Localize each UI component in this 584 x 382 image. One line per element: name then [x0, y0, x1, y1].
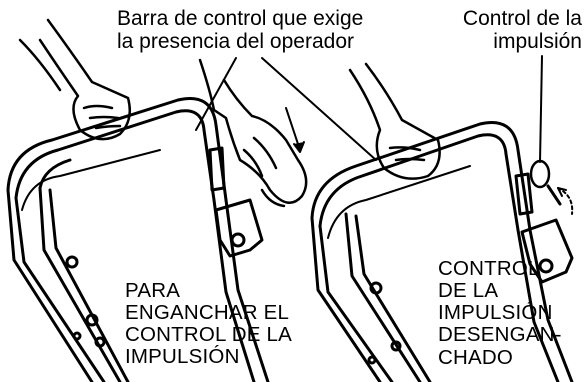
right-hand-grip	[198, 58, 308, 208]
disengaged-caption-line2: DE LA	[438, 279, 499, 303]
operator-presence-bar-label-line2: la presencia del operador	[117, 29, 354, 53]
disengaged-caption-line5: CHADO	[438, 345, 514, 369]
leader-operator-bar-right	[261, 57, 377, 161]
drive-disengaged-caption: CONTROL DE LA IMPULSIÓN DESENGAN- CHADO	[438, 257, 562, 369]
left-mower-handle	[6, 97, 270, 382]
leader-drive-control	[539, 55, 543, 163]
engage-caption-line3: CONTROL DE LA	[125, 323, 293, 347]
operator-presence-bar-label: Barra de control que exige la presencia …	[117, 7, 364, 53]
disengaged-caption-line4: DESENGAN-	[438, 323, 562, 347]
engage-caption-line1: PARA	[125, 279, 181, 302]
leader-lines	[195, 55, 543, 163]
drive-control-label-line2: impulsión	[493, 29, 582, 53]
pull-direction-arrow	[285, 107, 305, 153]
leader-operator-bar-left	[195, 57, 237, 131]
disengaged-caption-line3: IMPULSIÓN	[438, 301, 553, 325]
engage-drive-caption: PARA ENGANCHAR EL CONTROL DE LA IMPULSIÓ…	[125, 279, 293, 369]
disengaged-caption-line1: CONTROL	[438, 257, 540, 280]
operator-presence-bar-label-line1: Barra de control que exige	[117, 7, 364, 30]
lever-motion-arrow	[557, 187, 574, 215]
drive-control-label-line1: Control de la	[462, 7, 582, 30]
right-mower-handle	[310, 121, 574, 382]
drive-control-label: Control de la impulsión	[462, 7, 582, 53]
engage-caption-line2: ENGANCHAR EL	[125, 301, 290, 325]
right-figure-hand	[348, 62, 441, 180]
left-hand-upper	[18, 18, 131, 141]
engage-caption-line4: IMPULSIÓN	[125, 345, 240, 369]
